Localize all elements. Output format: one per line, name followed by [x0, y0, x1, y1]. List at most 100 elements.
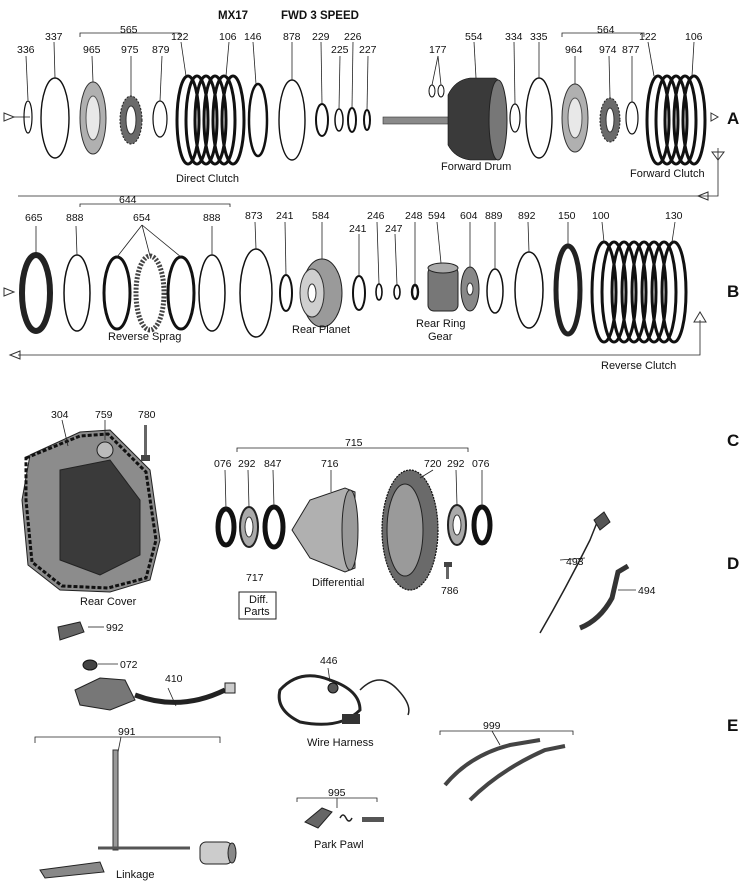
row-label-b: B [727, 282, 739, 301]
wire-harness-446 [277, 674, 362, 726]
caption-rear-ring-line2: Gear [428, 331, 453, 343]
forward-clutch-pack [645, 74, 707, 166]
callout-304: 304 [51, 409, 69, 421]
seal-076-right [471, 504, 493, 546]
row-b-start-arrow [3, 287, 16, 297]
callout-226: 226 [344, 31, 362, 43]
caption-rear-planet: Rear Planet [292, 324, 350, 336]
callout-292-left: 292 [238, 458, 256, 470]
callout-847: 847 [264, 458, 282, 470]
callout-246: 246 [367, 210, 385, 222]
row-e-parts: 991 999 995 Linkage Park Pawl [34, 720, 574, 881]
ring-877 [625, 101, 639, 135]
callout-716: 716 [321, 458, 339, 470]
callout-446: 446 [320, 655, 338, 667]
row-label-a: A [727, 109, 739, 128]
caption-rear-cover: Rear Cover [80, 596, 137, 608]
callout-665: 665 [25, 212, 43, 224]
plate-146 [247, 82, 269, 158]
callout-076-left: 076 [214, 458, 232, 470]
caption-differential: Differential [312, 577, 364, 589]
callout-965: 965 [83, 44, 101, 56]
row-b-parts: 644 665 888 654 888 873 241 584 241 246 … [3, 194, 707, 372]
bearing-226 [347, 107, 357, 133]
callout-241-right: 241 [349, 223, 367, 235]
callout-974: 974 [599, 44, 617, 56]
direct-clutch-pack [175, 74, 246, 166]
callout-177: 177 [429, 44, 447, 56]
forward-drum-shaft [382, 116, 450, 125]
washer-246 [375, 283, 383, 301]
callout-720: 720 [424, 458, 442, 470]
row-a-b-connector [18, 148, 719, 197]
ring-892 [514, 251, 544, 329]
seal-072 [82, 659, 98, 671]
caption-reverse-clutch: Reverse Clutch [601, 360, 676, 372]
diff-parts-box [238, 591, 277, 620]
callout-146: 146 [244, 31, 262, 43]
callout-076-right: 076 [472, 458, 490, 470]
callout-780: 780 [138, 409, 156, 421]
callout-072: 072 [120, 659, 138, 671]
callout-717: 717 [246, 572, 264, 584]
callout-225: 225 [331, 44, 349, 56]
callout-150: 150 [558, 210, 576, 222]
park-pawl-995 [304, 807, 333, 829]
ring-335 [525, 77, 553, 159]
plate-150 [553, 243, 583, 337]
callout-122-forward: 122 [639, 31, 657, 43]
callout-975: 975 [121, 44, 139, 56]
callout-410: 410 [165, 673, 183, 685]
bracket-991 [34, 736, 221, 743]
diff-parts-line1: Diff. [249, 594, 268, 606]
callout-565: 565 [120, 24, 138, 36]
sprag-race-inner [166, 255, 196, 331]
ring-888-left [63, 254, 91, 332]
row-label-e: E [727, 716, 738, 735]
bracket-644 [79, 203, 231, 207]
callout-594: 594 [428, 210, 446, 222]
ring-879 [152, 100, 168, 138]
callout-336: 336 [17, 44, 35, 56]
row-d-parts: 493 494 992 072 410 446 Wire Harness [57, 511, 656, 749]
washer-229 [315, 103, 329, 137]
bracket-564 [561, 32, 645, 37]
rear-ring-gear-594 [427, 266, 459, 312]
callout-964: 964 [565, 44, 583, 56]
lever-992 [57, 621, 85, 641]
seal-076-left [215, 506, 237, 548]
callout-644: 644 [119, 194, 137, 206]
row-a-start-arrow [3, 112, 16, 122]
caption-reverse-sprag: Reverse Sprag [108, 331, 181, 343]
callout-229: 229 [312, 31, 330, 43]
callout-584: 584 [312, 210, 330, 222]
bracket-715 [236, 447, 469, 452]
row-b-connector [18, 320, 701, 356]
washer-227 [363, 109, 371, 131]
callout-999: 999 [483, 720, 501, 732]
callout-554: 554 [465, 31, 483, 43]
ring-873 [239, 248, 273, 338]
callout-241-left: 241 [276, 210, 294, 222]
callout-892: 892 [518, 210, 536, 222]
callout-604: 604 [460, 210, 478, 222]
row-label-d: D [727, 554, 739, 573]
callout-888-left: 888 [66, 212, 84, 224]
callout-654: 654 [133, 212, 151, 224]
linkage-shaft-991 [112, 749, 119, 851]
diff-parts-line2: Parts [244, 606, 270, 618]
callout-877: 877 [622, 44, 640, 56]
bracket-565 [79, 32, 181, 37]
caption-rear-ring-line1: Rear Ring [416, 318, 466, 330]
ring-889 [486, 268, 504, 314]
cooler-line-999 [443, 738, 541, 787]
model-title: MX17 [218, 10, 248, 22]
washer-241-left [279, 274, 293, 312]
callout-130: 130 [665, 210, 683, 222]
callout-878: 878 [283, 31, 301, 43]
seal-ring-337 [40, 77, 70, 159]
callout-564: 564 [597, 24, 615, 36]
caption-wire-harness: Wire Harness [307, 737, 374, 749]
model-subtitle: FWD 3 SPEED [281, 10, 359, 22]
row-a-parts: 336 337 565 965 975 879 122 106 146 878 … [3, 24, 725, 201]
